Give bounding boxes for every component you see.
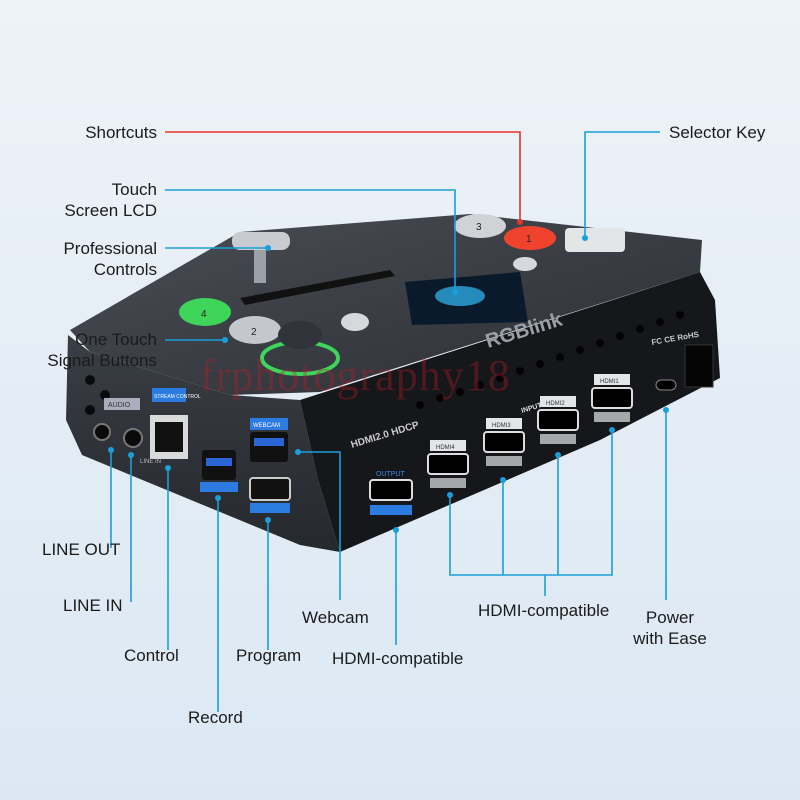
shortcut-button-3[interactable] [454,214,506,238]
hdmi2-label: HDMI2 [546,401,565,407]
label-power: Power with Ease [620,607,720,649]
joystick[interactable] [278,321,322,349]
output-label: OUTPUT [376,471,406,478]
label-hdmi-inputs: HDMI-compatible [478,601,610,620]
power-switch[interactable] [684,344,714,388]
hdmi1-label: HDMI1 [600,379,619,385]
label-power-line2: with Ease [633,629,707,648]
label-one-touch-line1: One Touch [75,330,157,349]
hdmi-inputs-line [449,430,613,576]
webcam-usb-port[interactable] [250,432,288,462]
hdmi4-label: HDMI4 [436,445,455,451]
signal-button-4[interactable] [179,298,231,326]
label-one-touch: One Touch Signal Buttons [20,329,157,371]
callout-lines [108,131,669,712]
label-hdmi-output: HDMI-compatible [332,649,464,668]
label-line-in: LINE IN [63,596,123,615]
signal-button-2[interactable] [229,316,281,344]
video-switcher-device: RGBlink HDMI2.0 HDCP INPUT OUTPUT AUDIO … [66,214,720,552]
label-selector-key: Selector Key [669,123,766,142]
shortcuts-line [165,131,521,222]
shortcut-button-1[interactable] [504,226,556,250]
stream-control-label: STREAM CONTROL [154,394,201,400]
hdmi-input-4[interactable] [427,453,469,475]
hdmi-input-2[interactable] [537,409,579,431]
program-hdmi-port[interactable] [249,477,291,501]
line-out-jack[interactable] [93,423,111,441]
webcam-label: WEBCAM [253,423,280,429]
selector-key-line [584,131,660,238]
hdmi-input-3[interactable] [483,431,525,453]
label-webcam: Webcam [302,608,369,627]
line-in-jack[interactable] [123,428,143,448]
hdmi3-label: HDMI3 [492,423,511,429]
label-record: Record [188,708,243,727]
button-1-number: 1 [526,234,532,245]
button-3-number: 3 [476,222,482,233]
label-power-line1: Power [645,608,695,627]
hdmi-input-1[interactable] [591,387,633,409]
label-touch-screen: Touch Screen LCD [20,179,157,221]
label-line-out: LINE OUT [42,540,121,559]
label-shortcuts: Shortcuts [85,123,157,142]
hdmi-output-port[interactable] [369,479,413,501]
button-2-number: 2 [251,327,257,338]
label-touch-screen-line1: Touch [111,180,157,199]
line-in-label: LINE IN [140,459,161,465]
t-bar-slot [240,270,395,305]
signal-button-w[interactable] [341,313,369,331]
webcam-line [298,451,341,600]
label-program: Program [236,646,302,665]
device-top-face [70,214,702,395]
shortcut-button-small[interactable] [513,257,537,271]
label-touch-screen-line2: Screen LCD [64,201,157,220]
touch-screen-line [165,189,456,292]
label-professional-controls: Professional Controls [20,238,157,280]
button-4-number: 4 [201,309,207,320]
label-professional-controls-line1: Professional [63,239,157,258]
audio-label: AUDIO [108,402,131,409]
label-one-touch-line2: Signal Buttons [47,351,157,370]
label-control: Control [124,646,179,665]
usb-c-power-port[interactable] [655,379,677,391]
watermark: frphotography18 [200,351,511,400]
label-professional-controls-line2: Controls [93,260,157,279]
selector-key[interactable] [565,228,625,252]
